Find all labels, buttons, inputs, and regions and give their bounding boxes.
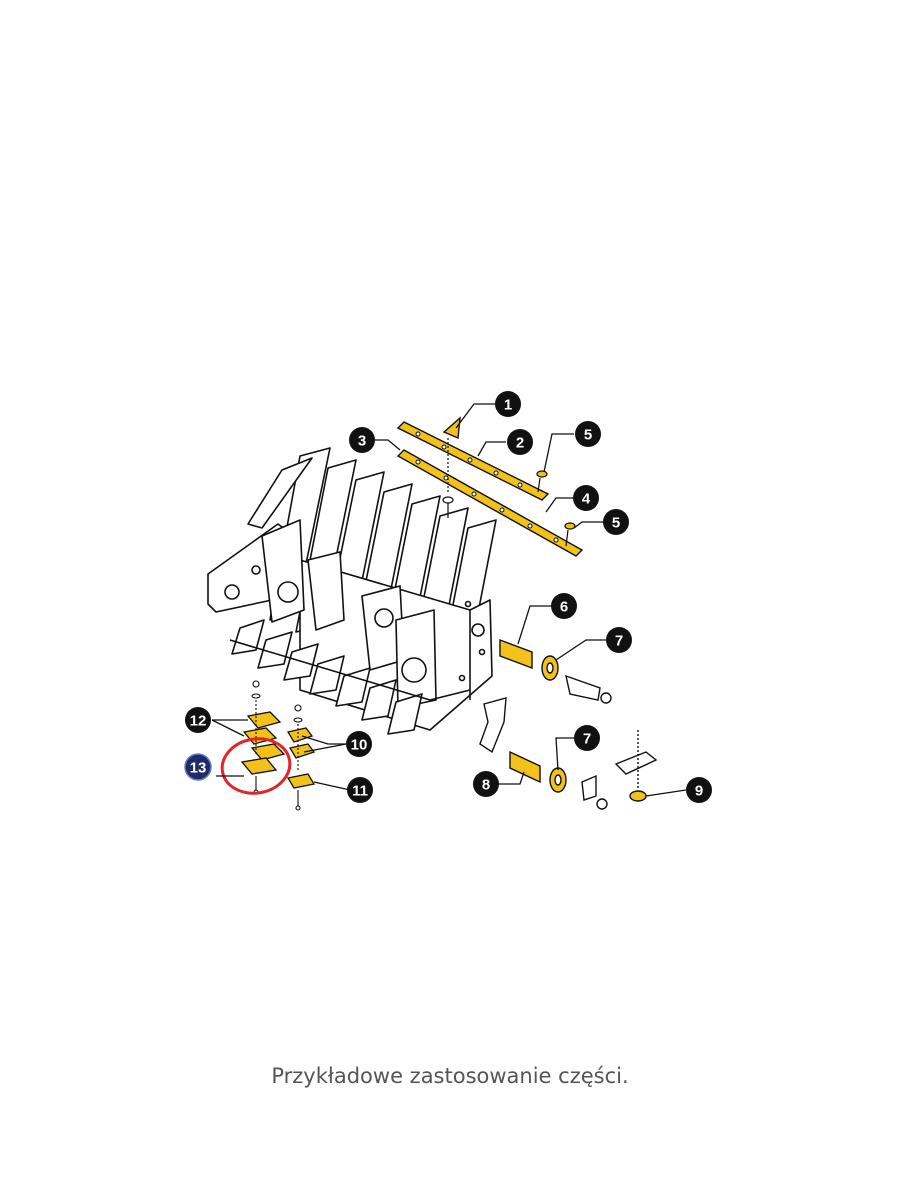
callout-10[interactable]: 10 <box>346 731 372 757</box>
callout-number: 9 <box>695 783 703 800</box>
page-caption: Przykładowe zastosowanie części. <box>271 1064 629 1088</box>
callout-number: 7 <box>583 731 591 748</box>
callout-5b[interactable]: 5 <box>603 509 629 535</box>
callout-number: 6 <box>560 599 568 616</box>
callout-circle <box>606 627 632 653</box>
callout-12[interactable]: 12 <box>185 707 211 733</box>
callout-circle <box>507 429 533 455</box>
callout-number: 5 <box>584 427 592 444</box>
shaft-part-lower[interactable] <box>509 750 541 784</box>
leader-lines <box>211 403 687 797</box>
callout-4[interactable]: 4 <box>573 485 599 511</box>
knob-part[interactable] <box>629 790 647 802</box>
callout-number: 11 <box>352 783 368 800</box>
callout-3[interactable]: 3 <box>349 427 375 453</box>
callout-7a[interactable]: 7 <box>606 627 632 653</box>
callout-13[interactable]: 13 <box>184 753 212 781</box>
shim-plate-12a[interactable] <box>246 711 282 729</box>
shim-plate-10a[interactable] <box>286 727 314 743</box>
callout-number: 2 <box>516 435 524 452</box>
shim-plate-13[interactable] <box>240 757 278 775</box>
callout-circle <box>686 777 712 803</box>
callout-1[interactable]: 1 <box>495 391 521 417</box>
callout-5a[interactable]: 5 <box>575 421 601 447</box>
shim-plate-12c[interactable] <box>250 743 286 761</box>
callout-number: 1 <box>504 397 512 414</box>
callout-number: 4 <box>582 491 591 508</box>
callout-circle <box>185 707 211 733</box>
callout-circle <box>575 421 601 447</box>
selection-highlight-ring <box>220 737 292 795</box>
callout-circle <box>573 485 599 511</box>
upper-strip[interactable] <box>396 421 550 501</box>
callout-number: 10 <box>351 737 368 754</box>
callout-circle <box>349 427 375 453</box>
callout-circle <box>495 391 521 417</box>
callout-7b[interactable]: 7 <box>574 725 600 751</box>
callout-number: 7 <box>615 633 623 650</box>
wedge-part[interactable] <box>442 416 461 440</box>
callout-circle <box>347 777 373 803</box>
shim-plate-10b[interactable] <box>288 743 316 759</box>
shaft-part-upper[interactable] <box>499 638 533 670</box>
callout-2[interactable]: 2 <box>507 429 533 455</box>
callout-circle <box>574 725 600 751</box>
callout-circle <box>184 753 212 781</box>
callout-number: 5 <box>612 515 620 532</box>
callout-9[interactable]: 9 <box>686 777 712 803</box>
callout-circle <box>603 509 629 535</box>
callout-circle <box>473 771 499 797</box>
callout-number: 12 <box>190 713 207 730</box>
callout-number: 8 <box>482 777 490 794</box>
callout-circle <box>551 593 577 619</box>
callout-6[interactable]: 6 <box>551 593 577 619</box>
callout-circle <box>346 731 372 757</box>
callout-number: 13 <box>190 760 207 777</box>
machine-housing-drawing <box>207 447 497 735</box>
shim-plate-11[interactable] <box>286 773 316 789</box>
callout-11[interactable]: 11 <box>347 777 373 803</box>
callout-number: 3 <box>358 433 366 450</box>
callout-8[interactable]: 8 <box>473 771 499 797</box>
